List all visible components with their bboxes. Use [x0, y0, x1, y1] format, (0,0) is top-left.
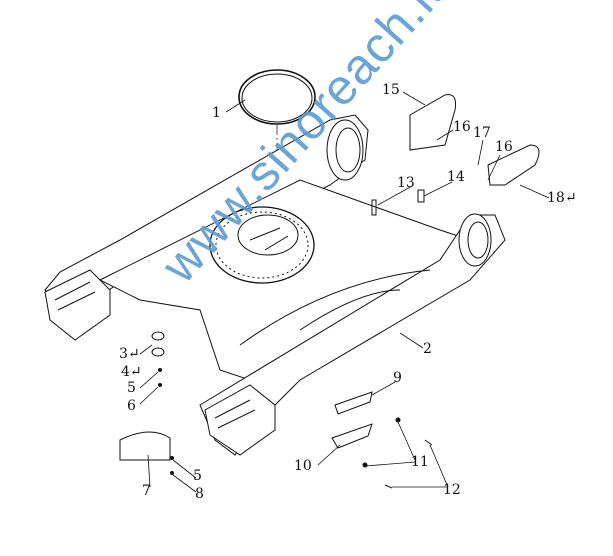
ring-seal-part-1 — [238, 69, 316, 125]
small-parts — [151, 189, 433, 489]
callout-5-lower: 5 — [193, 468, 202, 484]
callout-9: 9 — [393, 370, 402, 386]
callout-3: 3↵ — [119, 346, 140, 362]
callout-17: 17 — [473, 125, 491, 141]
swing-bearing-ring — [209, 206, 315, 284]
cover-part-18 — [487, 144, 540, 186]
callout-16: 16 — [453, 119, 471, 135]
callout-11: 11 — [411, 454, 429, 470]
callout-13: 13 — [397, 175, 415, 191]
rear-idler-bracket — [204, 384, 276, 456]
callout-1: 1 — [212, 105, 221, 121]
callout-4: 4↵ — [121, 364, 142, 380]
callout-6: 6 — [127, 398, 136, 414]
callout-12: 12 — [443, 482, 461, 498]
callout-8: 8 — [195, 486, 204, 502]
callout-7: 7 — [142, 483, 151, 499]
callout-18: 18↵ — [547, 190, 577, 206]
leader-lines — [139, 91, 550, 493]
callout-15: 15 — [382, 82, 400, 98]
callout-16-right: 16 — [495, 139, 513, 155]
callout-2: 2 — [423, 341, 432, 357]
cover-part-7 — [119, 431, 171, 461]
callout-10: 10 — [294, 458, 312, 474]
cover-part-15 — [409, 94, 456, 151]
callout-14: 14 — [447, 169, 465, 185]
track-frame-lower — [199, 213, 506, 456]
callout-5: 5 — [127, 380, 136, 396]
front-idler-bracket — [44, 269, 111, 341]
